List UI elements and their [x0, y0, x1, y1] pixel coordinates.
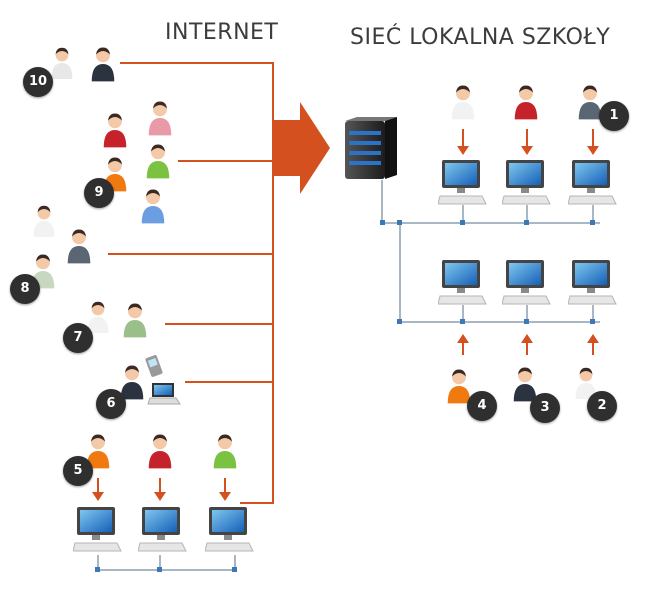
- local-network-title: SIEĆ LOKALNA SZKOŁY: [350, 25, 611, 50]
- computer-icon: [438, 260, 487, 305]
- wire-joints: [95, 220, 595, 572]
- computer-icon: [568, 260, 617, 305]
- big-arrow: [272, 102, 330, 194]
- badge-3: 3: [530, 393, 560, 423]
- badge-6: 6: [96, 389, 126, 419]
- computer-icon: [205, 507, 254, 552]
- server-icon: [345, 117, 397, 179]
- computer-icon: [568, 160, 617, 205]
- badge-1: 1: [599, 101, 629, 131]
- computer-icon: [138, 507, 187, 552]
- badge-9: 9: [84, 178, 114, 208]
- computer-icon: [502, 160, 551, 205]
- arrows: [92, 129, 599, 501]
- computer-icon: [73, 507, 122, 552]
- computer-icon: [502, 260, 551, 305]
- badge-2: 2: [587, 391, 617, 421]
- internet-wires: [108, 62, 274, 504]
- badge-8: 8: [10, 274, 40, 304]
- laptop-icon: [147, 383, 181, 405]
- badge-10: 10: [23, 67, 53, 97]
- internet-title: INTERNET: [165, 20, 279, 45]
- phone-icon: [145, 355, 163, 377]
- badge-4: 4: [467, 391, 497, 421]
- computer-icon: [438, 160, 487, 205]
- badge-5: 5: [63, 456, 93, 486]
- badge-7: 7: [63, 323, 93, 353]
